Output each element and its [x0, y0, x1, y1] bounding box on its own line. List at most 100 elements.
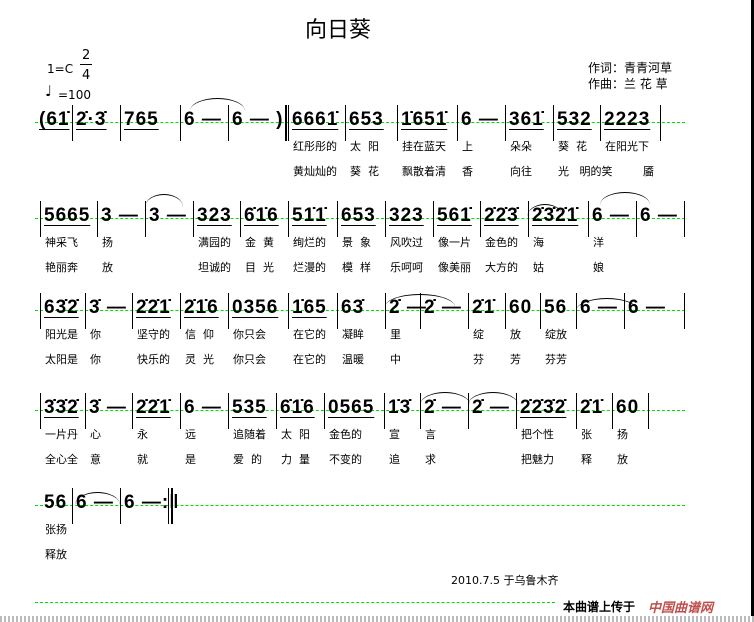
lyric-verse-2: 像美丽 — [438, 261, 471, 274]
measure-notes: 3̇3̇2̇ — [44, 397, 79, 418]
lyric-verse-1: 太 阳 — [281, 428, 310, 441]
lyric-verse-2: 灵 光 — [185, 353, 214, 366]
lyric-verse-1: 凝眸 — [342, 328, 364, 341]
barline — [337, 293, 338, 329]
repeat-barline — [285, 105, 287, 141]
barline — [85, 293, 86, 329]
barline — [145, 201, 146, 237]
upload-text: 本曲谱上传于 — [563, 600, 636, 614]
barline — [660, 105, 661, 141]
lyric-verse-1: 上 — [462, 140, 473, 153]
measure-notes: 5665 — [44, 205, 91, 226]
barline — [576, 293, 577, 329]
window-edge — [751, 0, 754, 622]
barline — [40, 393, 41, 429]
barline — [553, 105, 554, 141]
measure-notes: 361̇ — [509, 109, 544, 130]
barline — [228, 105, 229, 141]
barline — [385, 201, 386, 237]
slur-tie — [527, 204, 563, 217]
slur-tie — [576, 298, 638, 311]
measure-notes: 2̇1̇6 — [184, 297, 219, 318]
taskbar-strip — [0, 616, 754, 622]
measure-notes: 2̇2̇3̇2̇ — [520, 397, 567, 418]
barline — [384, 393, 385, 429]
barline — [132, 293, 133, 329]
lyric-verse-2: 芳 — [510, 353, 521, 366]
lyric-verse-1: 景 象 — [342, 236, 371, 249]
lyric-verse-2: 芬 — [473, 353, 484, 366]
lyric-verse-2: 姑 — [533, 261, 544, 274]
measure-notes: 2̇1̇ — [472, 297, 496, 318]
lyric-verse-1: 坚守的 — [137, 328, 170, 341]
measure-notes: 6 — ) — [232, 109, 284, 130]
lyricist: 作词：青青河草 — [588, 61, 673, 75]
lyric-verse-2: 葵 花 — [350, 165, 379, 178]
barline — [40, 293, 41, 329]
lyric-verse-2: 求 — [425, 453, 436, 466]
barline — [97, 201, 98, 237]
lyric-verse-2: 香 — [462, 165, 473, 178]
slur-tie — [600, 192, 650, 205]
measure-notes: 3̇ — — [89, 297, 127, 318]
lyric-verse-2: 光 明的笑 — [558, 165, 613, 178]
lyric-verse-1: 金 黄 — [245, 236, 274, 249]
lyric-verse-1: 你 — [90, 328, 101, 341]
lyric-verse-1: 神采飞 — [45, 236, 78, 249]
barline — [636, 201, 637, 237]
lyric-verse-1: 红彤彤的 — [293, 140, 337, 153]
measure-notes: 2̇·3̇ — [76, 109, 107, 130]
lyric-verse-2: 坦诚的 — [198, 261, 231, 274]
barline — [324, 393, 325, 429]
measure-notes: 1̇65 — [292, 297, 327, 318]
lyric-verse-1: 信 仰 — [185, 328, 214, 341]
lyric-verse-1: 金色的 — [485, 236, 518, 249]
slur-tie — [420, 392, 470, 405]
lyric-verse-1: 海 — [533, 236, 544, 249]
barline — [180, 105, 181, 141]
lyric-verse-1: 像一片 — [438, 236, 471, 249]
lyric-verse-2: 飘散着清 — [402, 165, 446, 178]
lyric-verse-1: 风吹过 — [390, 236, 423, 249]
staff-guide-line — [35, 122, 685, 123]
staff-guide-line — [35, 410, 685, 411]
barline — [72, 488, 73, 524]
lyric-verse-2: 黄灿灿的 — [293, 165, 337, 178]
measure-notes: 532 — [557, 109, 592, 130]
measure-notes: 653 — [341, 205, 376, 226]
barline — [397, 105, 398, 141]
lyric-verse-2: 在它的 — [293, 353, 326, 366]
lyric-verse-2: 放 — [102, 261, 113, 274]
lyric-verse-1: 放 — [510, 328, 521, 341]
lyric-verse-2: 目 光 — [245, 261, 274, 274]
barline — [420, 293, 421, 329]
lyric-verse-2: 力 量 — [281, 453, 310, 466]
lyric-verse-1: 把个性 — [521, 428, 554, 441]
lyric-verse-1: 追随着 — [233, 428, 266, 441]
barline — [180, 293, 181, 329]
lyric-verse-1: 你只会 — [233, 328, 266, 341]
measure-notes: (61̇ — [39, 109, 70, 130]
measure-notes: 6 — — [461, 109, 499, 130]
lyric-verse-1: 太 阳 — [350, 140, 379, 153]
barline — [612, 393, 613, 429]
measure-notes: 56 — [544, 297, 568, 318]
barline — [120, 105, 121, 141]
site-logo[interactable]: 中国曲谱网 — [648, 601, 714, 616]
measure-notes: 6 — — [184, 397, 222, 418]
measure-notes: 6 — — [592, 205, 630, 226]
lyric-verse-2: 太阳是 — [45, 353, 78, 366]
song-title: 向日葵 — [305, 18, 372, 43]
lyric-verse-1: 满园的 — [198, 236, 231, 249]
footer-divider — [35, 602, 555, 603]
barline — [85, 393, 86, 429]
lyric-verse-1: 永 — [137, 428, 148, 441]
final-barline — [168, 488, 169, 524]
slur-tie — [385, 294, 455, 307]
slur-tie — [75, 492, 120, 505]
lyric-verse-2: 全心全 — [45, 453, 78, 466]
measure-notes: 60 — [509, 297, 533, 318]
barline — [132, 393, 133, 429]
barline — [684, 201, 685, 237]
